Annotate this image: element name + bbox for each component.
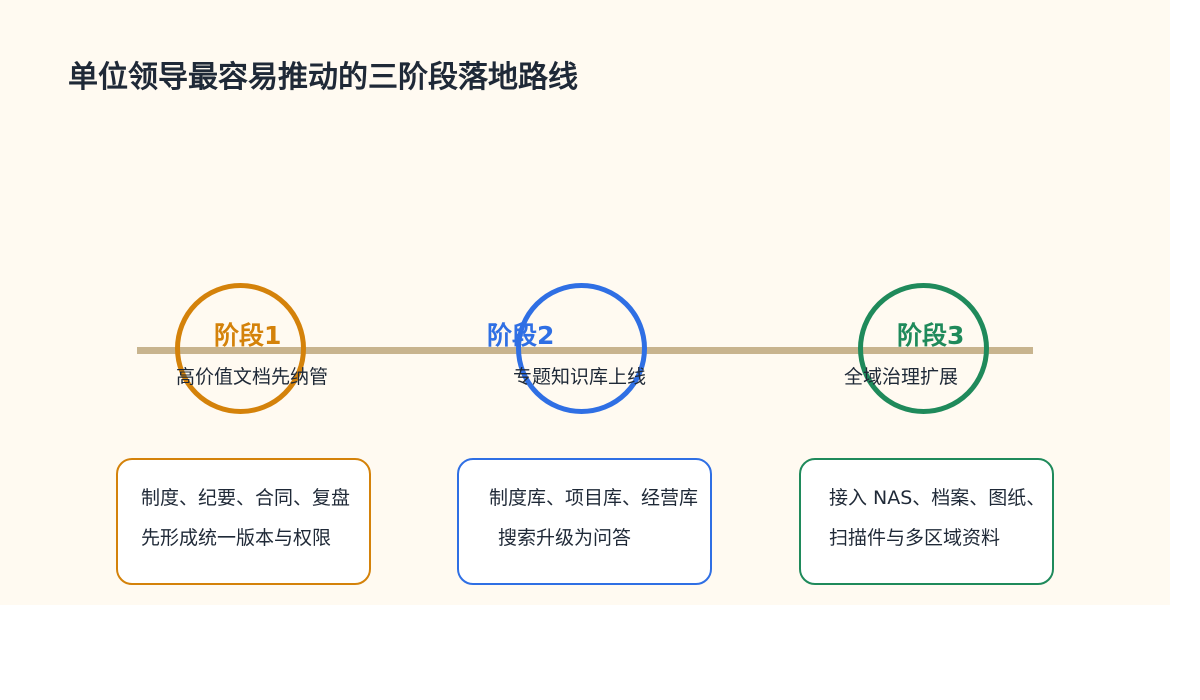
stage-1-circle — [175, 283, 306, 414]
stage-2-name: 阶段2 — [487, 321, 555, 350]
slide-canvas: 单位领导最容易推动的三阶段落地路线 阶段1 高价值文档先纳管 制度、纪要、合同、… — [0, 0, 1170, 605]
stage-1-detail-box — [116, 458, 371, 585]
stage-2-detail-line-1: 制度库、项目库、经营库 — [489, 487, 699, 509]
page-title: 单位领导最容易推动的三阶段落地路线 — [68, 60, 578, 95]
stage-1-detail-line-1: 制度、纪要、合同、复盘 — [141, 487, 351, 509]
stage-2-subtitle: 专题知识库上线 — [513, 366, 647, 388]
stage-3-detail-line-1: 接入 NAS、档案、图纸、 — [829, 487, 1046, 509]
stage-2-detail-line-2: 搜索升级为问答 — [498, 527, 632, 549]
stage-3-subtitle: 全域治理扩展 — [844, 366, 959, 388]
stage-3-detail-line-2: 扫描件与多区域资料 — [829, 527, 1001, 549]
stage-3-circle — [858, 283, 989, 414]
stage-2-detail-box — [457, 458, 712, 585]
stage-3-name: 阶段3 — [897, 321, 965, 350]
stage-1-detail-line-2: 先形成统一版本与权限 — [141, 527, 332, 549]
stage-3-detail-box — [799, 458, 1054, 585]
stage-2-circle — [516, 283, 647, 414]
stage-1-subtitle: 高价值文档先纳管 — [176, 366, 329, 388]
stage-1-name: 阶段1 — [214, 321, 282, 350]
